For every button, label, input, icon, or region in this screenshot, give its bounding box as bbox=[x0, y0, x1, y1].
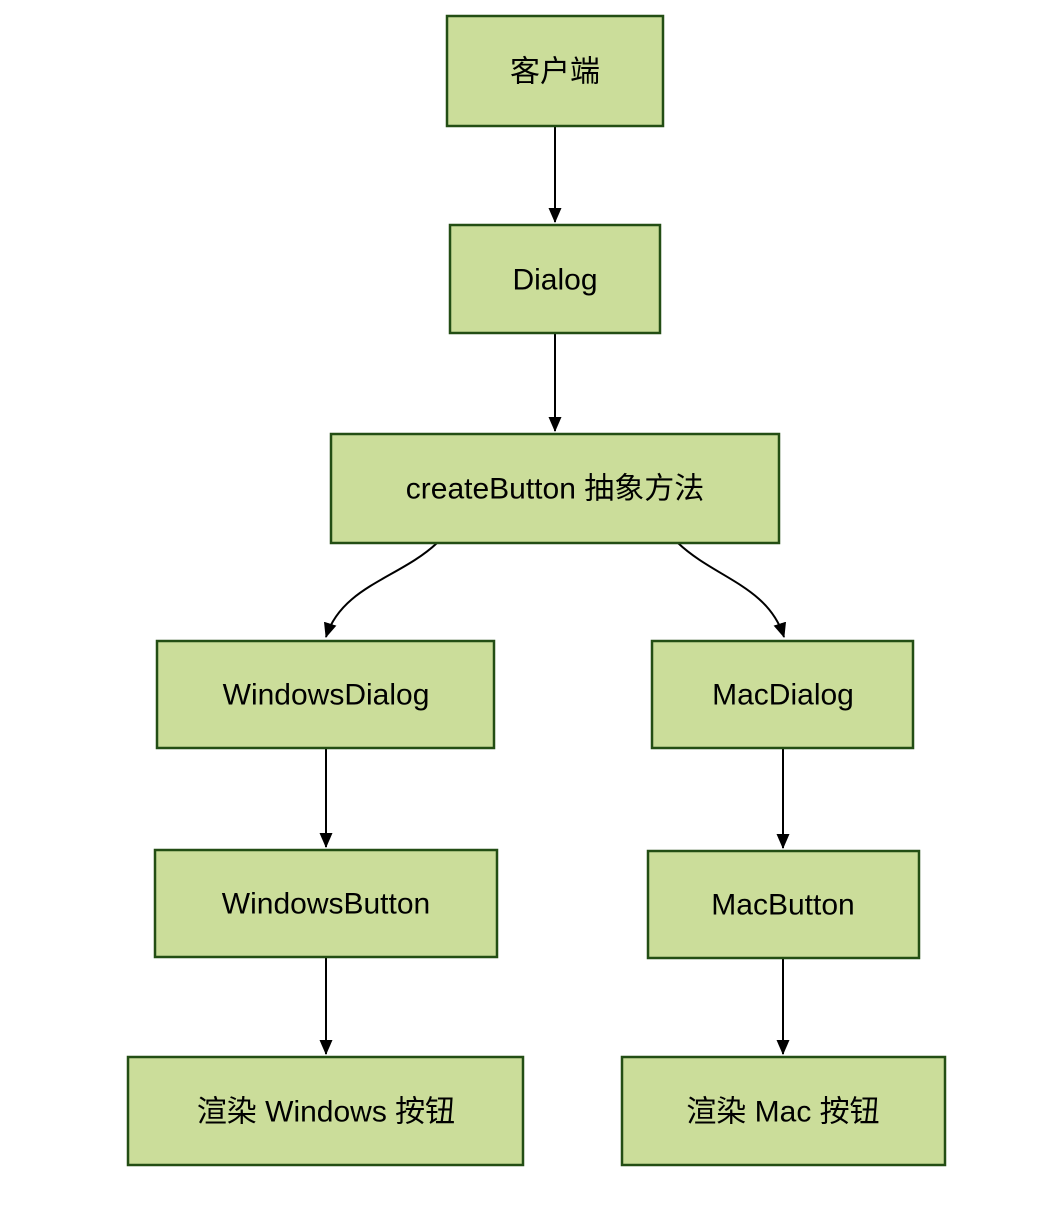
edge-create-button-to-mac-dialog bbox=[677, 542, 786, 638]
node-render-mac-label: 渲染 Mac 按钮 bbox=[686, 1096, 879, 1129]
node-render-windows-box bbox=[126, 1055, 525, 1167]
node-mac-dialog: MacDialog bbox=[650, 639, 915, 750]
node-client: 客户端 bbox=[445, 14, 665, 128]
node-create-button-box bbox=[329, 432, 781, 545]
node-render-windows: 渲染 Windows 按钮 bbox=[126, 1055, 525, 1167]
node-windows-dialog-box bbox=[155, 639, 496, 750]
node-mac-dialog-label: MacDialog bbox=[712, 679, 854, 712]
node-render-windows-label: 渲染 Windows 按钮 bbox=[197, 1096, 455, 1129]
edge-create-button-to-windows-dialog bbox=[324, 542, 438, 638]
node-render-mac: 渲染 Mac 按钮 bbox=[620, 1055, 947, 1167]
node-dialog: Dialog bbox=[448, 223, 662, 335]
node-render-mac-box bbox=[620, 1055, 947, 1167]
edges-layer bbox=[319, 126, 790, 1055]
node-mac-dialog-box bbox=[650, 639, 915, 750]
node-windows-dialog-label: WindowsDialog bbox=[223, 679, 430, 712]
node-mac-button: MacButton bbox=[646, 849, 921, 960]
node-create-button: createButton 抽象方法 bbox=[329, 432, 781, 545]
node-client-label: 客户端 bbox=[510, 56, 600, 89]
node-create-button-label: createButton 抽象方法 bbox=[406, 473, 704, 506]
node-dialog-box bbox=[448, 223, 662, 335]
node-windows-button-label: WindowsButton bbox=[222, 888, 430, 921]
node-client-box bbox=[445, 14, 665, 128]
node-windows-dialog: WindowsDialog bbox=[155, 639, 496, 750]
node-windows-button: WindowsButton bbox=[153, 848, 499, 959]
node-windows-button-box bbox=[153, 848, 499, 959]
node-mac-button-box bbox=[646, 849, 921, 960]
node-mac-button-label: MacButton bbox=[711, 889, 854, 922]
node-dialog-label: Dialog bbox=[512, 264, 597, 297]
